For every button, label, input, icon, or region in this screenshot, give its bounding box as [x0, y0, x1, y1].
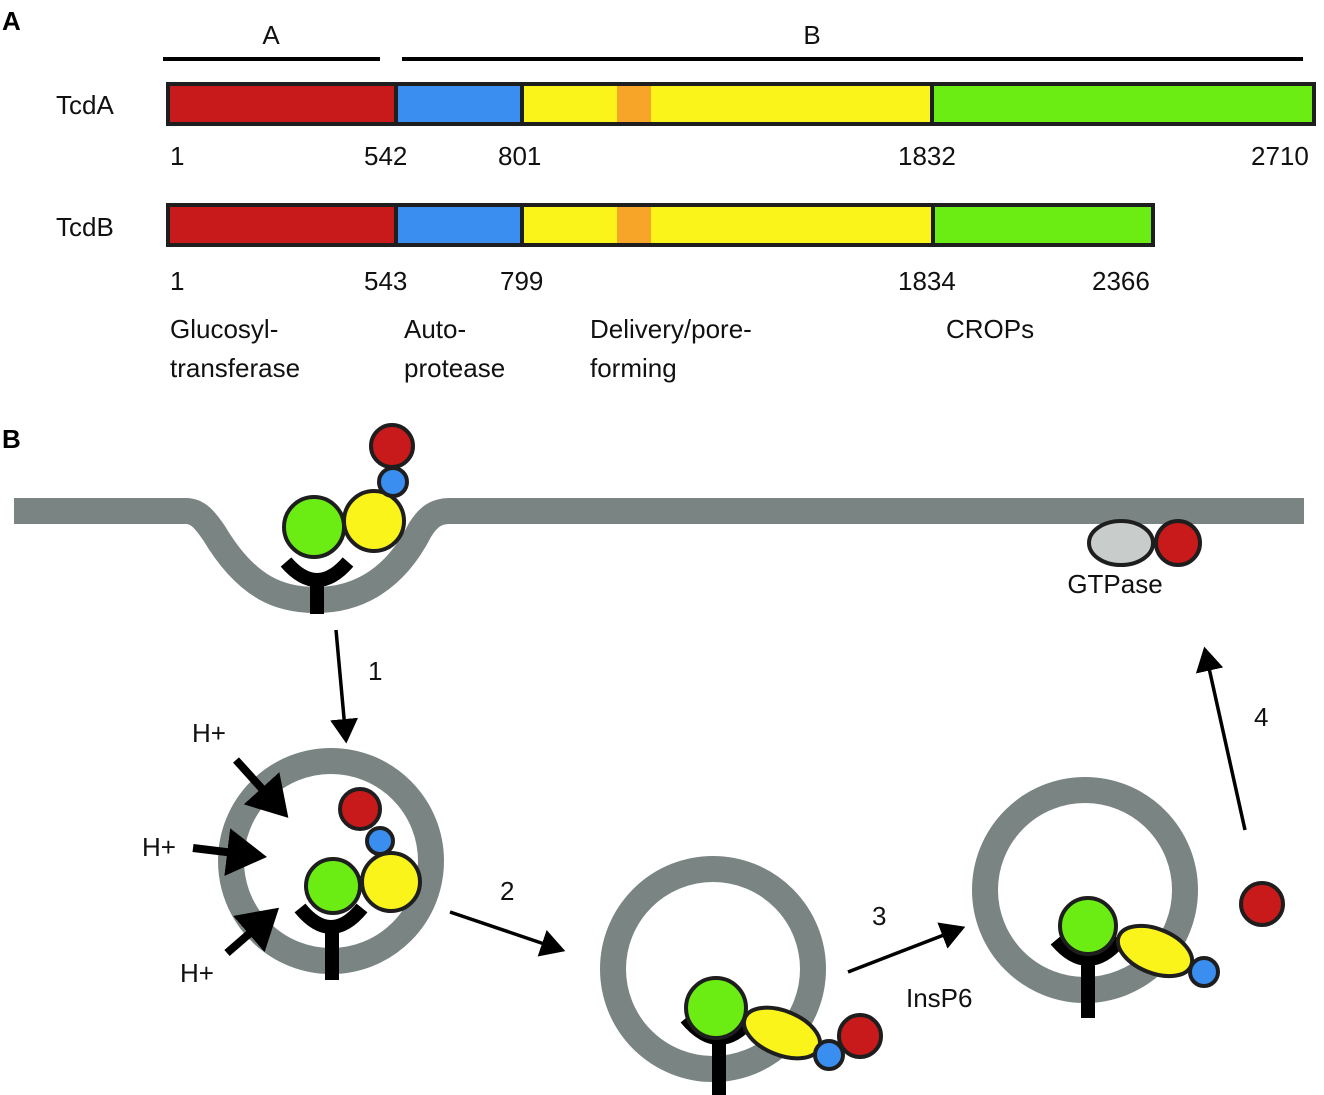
- step-3-arrow: [847, 922, 966, 974]
- tcdb-position-5: 2366: [1092, 266, 1150, 296]
- gtpase-label: GTPase: [1067, 569, 1162, 599]
- tcdb-glucosyltransferase-domain: [168, 205, 396, 245]
- step-1-arrow: [330, 629, 359, 744]
- autoprotease-domain-ball: [813, 1039, 845, 1071]
- glucosyltransferase-domain-ball: [1154, 519, 1202, 567]
- released-glucosyltransferase-ball: [1239, 881, 1285, 927]
- tcdb-position-3: 799: [500, 266, 543, 296]
- tcdb-position-2: 543: [364, 266, 407, 296]
- insp6-label: InsP6: [906, 983, 973, 1013]
- domain-crops-label: CROPs: [946, 314, 1034, 344]
- toxin-receptor-complex-pore: [680, 976, 883, 1095]
- gtpase-complex: [1087, 519, 1202, 567]
- tcda-delivery-domain: [522, 84, 932, 124]
- crops-domain-ball: [1058, 896, 1118, 956]
- subunit-a-label: A: [262, 20, 280, 50]
- domain-autoprotease-line1: Auto-: [404, 314, 466, 344]
- proton-arrow-1: [233, 757, 289, 818]
- delivery-domain-ball: [342, 489, 406, 553]
- tcda-position-4: 1832: [898, 141, 956, 171]
- panel-label-b: B: [2, 424, 21, 454]
- tcdb-delivery-patch: [617, 206, 651, 244]
- proton-arrow-3: [224, 907, 280, 957]
- domain-delivery-line1: Delivery/pore-: [590, 314, 752, 344]
- receptor-stalk: [712, 1040, 726, 1095]
- proton-label-3: H+: [180, 958, 214, 988]
- step-4-label: 4: [1254, 702, 1268, 732]
- toxin-receptor-complex-cleaved: [1050, 896, 1220, 1018]
- glucosyltransferase-domain-ball: [369, 423, 415, 469]
- autoprotease-domain-ball: [377, 466, 409, 498]
- tcda-crops-domain: [932, 84, 1314, 124]
- receptor-stalk: [1081, 960, 1095, 1018]
- autoprotease-domain-ball: [1188, 956, 1220, 988]
- tcda-position-2: 542: [364, 141, 407, 171]
- proton-arrow-2: [192, 828, 267, 876]
- panel-label-a: A: [2, 6, 21, 36]
- receptor-cup: [294, 903, 368, 934]
- tcdb-autoprotease-domain: [396, 205, 522, 245]
- tcdb-position-1: 1: [170, 266, 184, 296]
- step-2-label: 2: [500, 876, 514, 906]
- tcda-position-3: 801: [498, 141, 541, 171]
- domain-autoprotease-line2: protease: [404, 353, 505, 383]
- tcda-name: TcdA: [56, 90, 114, 120]
- tcdb-delivery-domain: [522, 205, 933, 245]
- receptor-stalk: [325, 928, 339, 980]
- gtpase-icon: [1087, 519, 1155, 567]
- domain-delivery-line2: forming: [590, 353, 677, 383]
- glucosyltransferase-domain-ball: [837, 1013, 883, 1059]
- domain-glucosyltransferase-line1: Glucosyl-: [170, 314, 278, 344]
- proton-label-2: H+: [142, 832, 176, 862]
- tcda-position-1: 1: [170, 141, 184, 171]
- tcdb-crops-domain: [933, 205, 1153, 245]
- tcda-delivery-patch: [617, 85, 651, 123]
- autoprotease-domain-ball: [365, 826, 395, 856]
- delivery-domain-ball: [360, 851, 422, 913]
- crops-domain-ball: [684, 976, 748, 1040]
- receptor-cup: [280, 557, 354, 587]
- tcdb-domain-bar: [166, 203, 1155, 247]
- step-3-label: 3: [872, 901, 886, 931]
- tcda-glucosyltransferase-domain: [168, 84, 396, 124]
- crops-domain-ball: [304, 857, 362, 915]
- step-1-label: 1: [368, 656, 382, 686]
- subunit-b-label: B: [803, 20, 820, 50]
- tcda-autoprotease-domain: [396, 84, 522, 124]
- proton-label-1: H+: [192, 718, 226, 748]
- crops-domain-ball: [282, 495, 346, 559]
- tcdb-position-4: 1834: [898, 266, 956, 296]
- tcda-domain-bar: [166, 82, 1316, 126]
- step-4-arrow: [1195, 646, 1247, 831]
- receptor-cup: [1050, 935, 1126, 966]
- step-2-arrow: [449, 910, 566, 957]
- glucosyltransferase-domain-ball: [338, 787, 382, 831]
- domain-glucosyltransferase-line2: transferase: [170, 353, 300, 383]
- tcda-position-5: 2710: [1251, 141, 1309, 171]
- tcdb-name: TcdB: [56, 212, 114, 242]
- toxin-receptor-complex-endosome: [294, 787, 422, 980]
- toxin-receptor-complex-surface: [280, 423, 415, 614]
